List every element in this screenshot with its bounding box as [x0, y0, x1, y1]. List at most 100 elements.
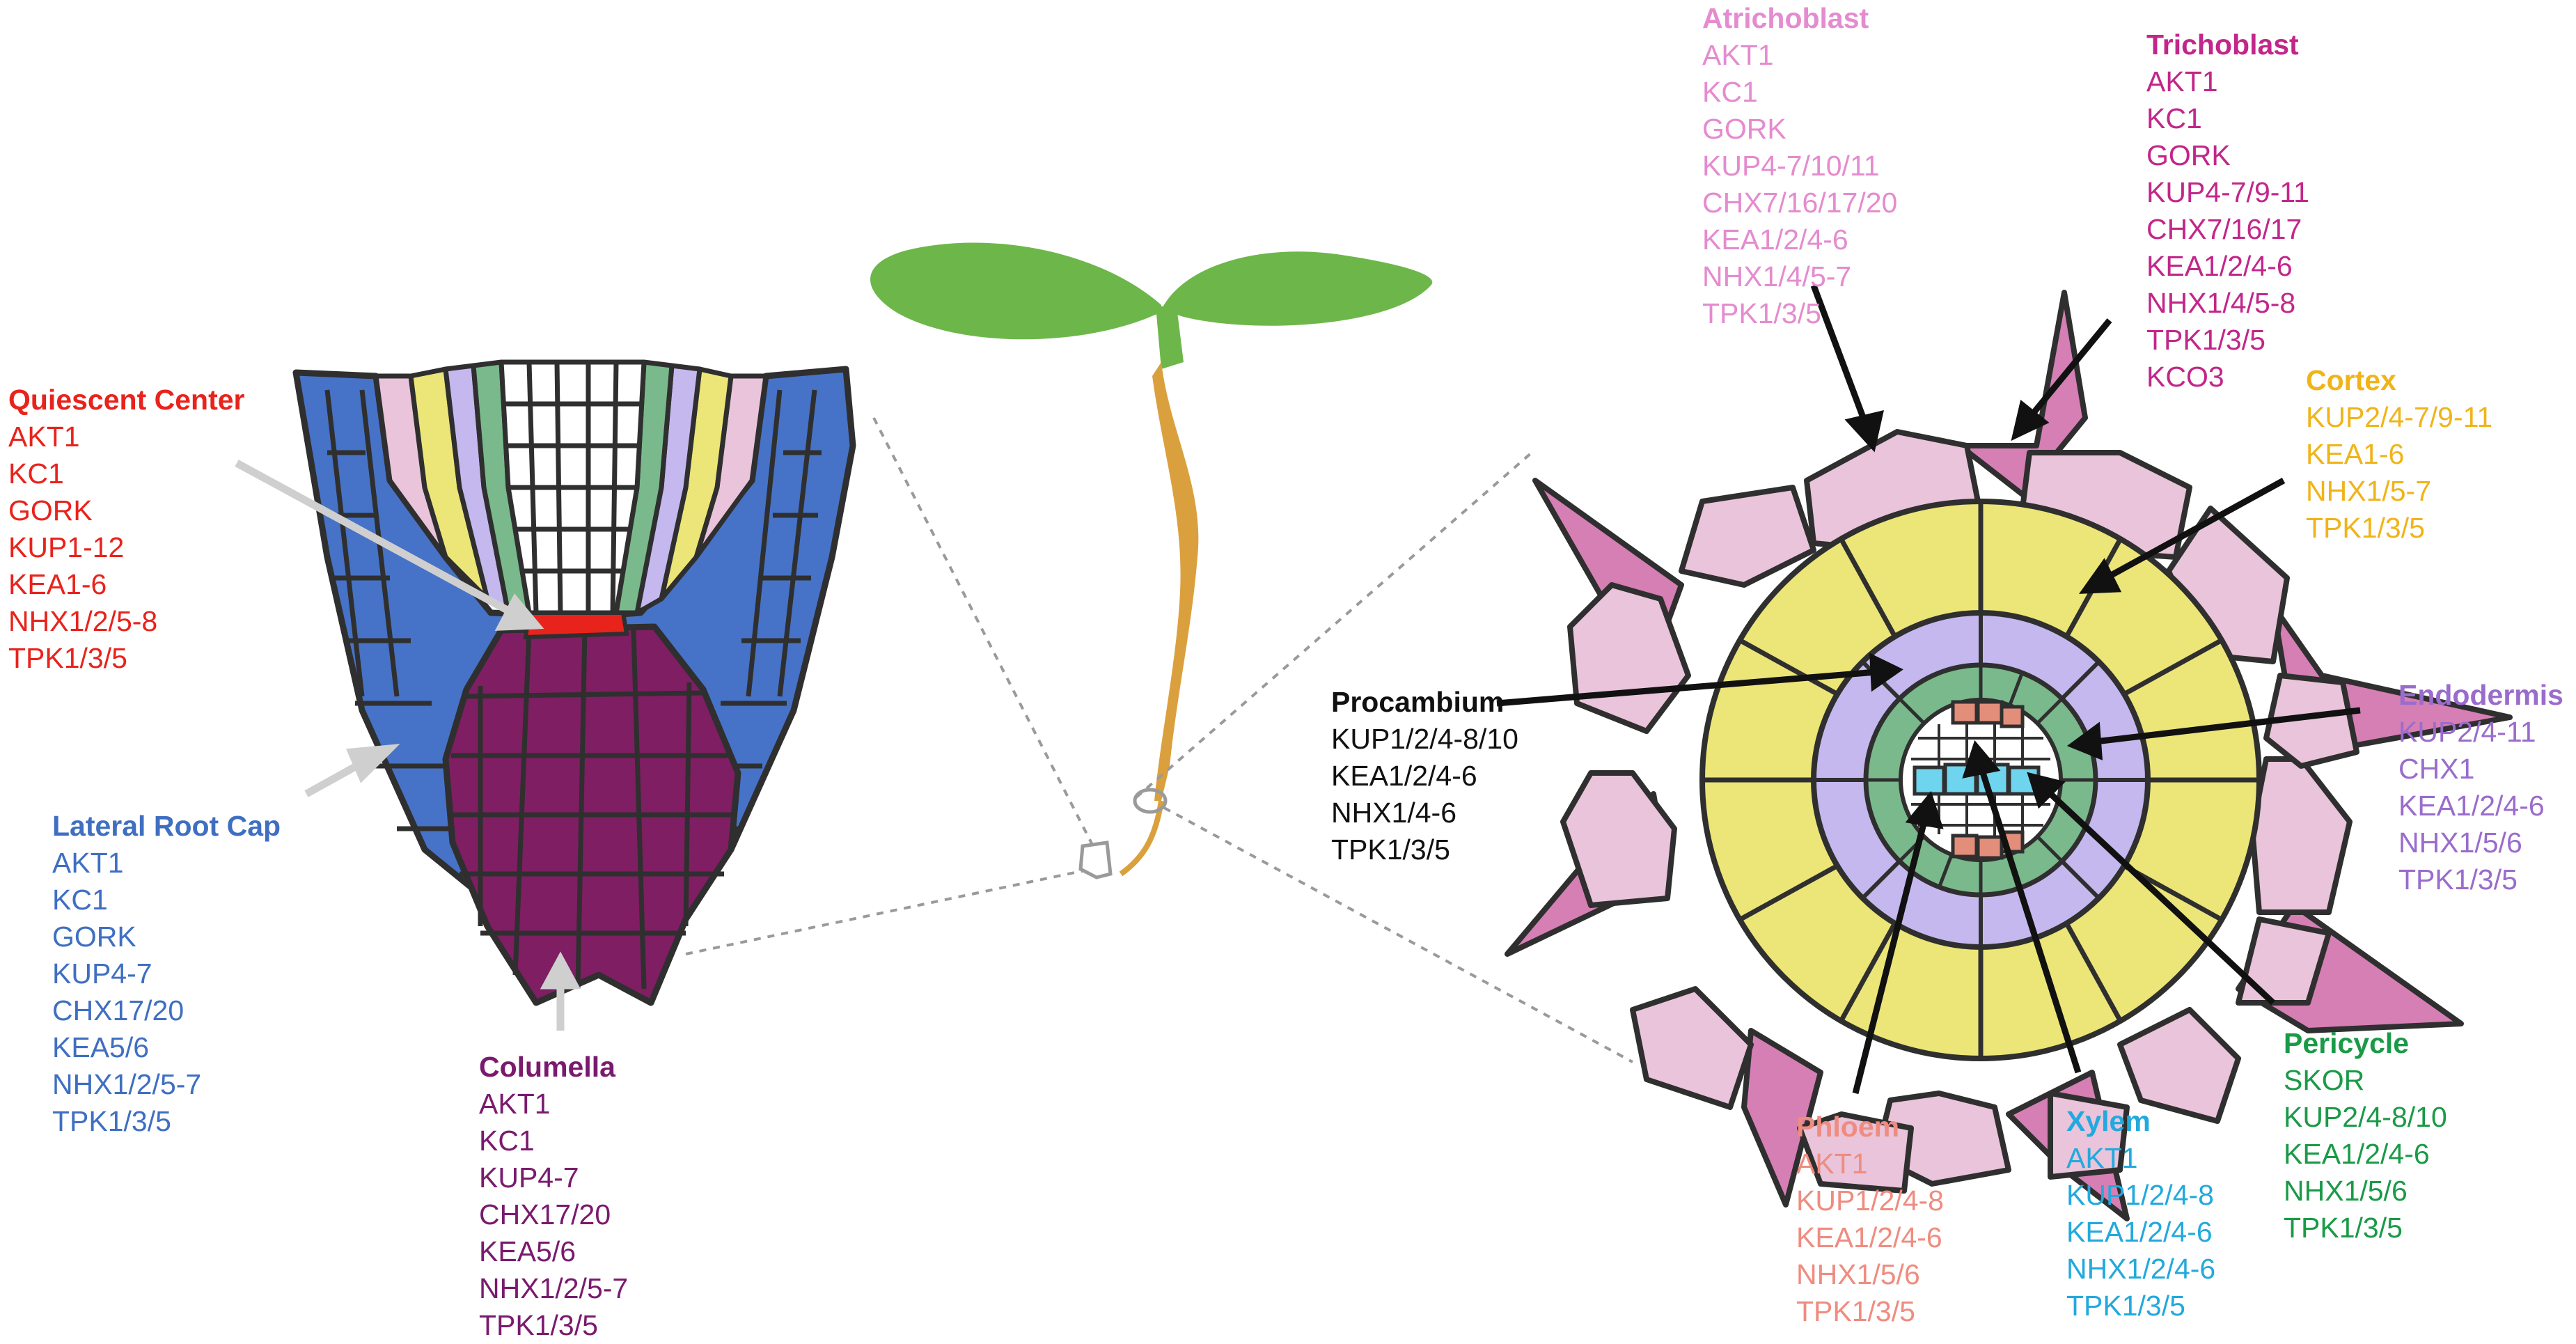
gene-label: CHX17/20 — [52, 994, 184, 1026]
label-lateral-root-cap: Lateral Root Cap AKT1 KC1 GORK KUP4-7 CH… — [52, 808, 281, 1140]
label-columella: Columella AKT1 KC1 KUP4-7 CHX17/20 KEA5/… — [479, 1049, 628, 1344]
gene-label: KUP1/2/4-8 — [1796, 1185, 1944, 1217]
root-tip-illustration — [235, 359, 856, 1031]
gene-label: KC1 — [479, 1125, 535, 1157]
gene-label: NHX1/4/5-8 — [2146, 287, 2296, 319]
gene-label: KUP1-12 — [8, 531, 125, 563]
root-cross-section — [1505, 290, 2513, 1221]
gene-label: KUP1/2/4-8 — [2066, 1179, 2214, 1211]
gene-label: NHX1/5/6 — [2284, 1175, 2408, 1207]
phloem-cells — [1951, 700, 2025, 860]
gene-label: AKT1 — [2066, 1142, 2138, 1174]
gene-label: KEA1/2/4-6 — [1702, 224, 1848, 256]
gene-label: NHX1/4/5-7 — [1702, 260, 1852, 292]
pericycle-cell-walls — [1866, 665, 2096, 895]
gene-label: KUP4-7/9-11 — [2146, 176, 2309, 208]
gene-label: NHX1/2/5-8 — [8, 605, 158, 637]
gene-label: NHX1/5/6 — [2398, 827, 2522, 859]
label-procambium: Procambium KUP1/2/4-8/10 KEA1/2/4-6 NHX1… — [1331, 684, 1518, 868]
gene-label: TPK1/3/5 — [8, 642, 127, 674]
endodermis-title: Endodermis — [2398, 679, 2563, 711]
gene-label: AKT1 — [479, 1088, 551, 1120]
seedling-illustration — [685, 242, 1633, 1063]
atrichoblast-cells — [1560, 429, 2359, 1194]
label-quiescent-center: Quiescent Center AKT1 KC1 GORK KUP1-12 K… — [8, 382, 245, 677]
label-xylem: Xylem AKT1 KUP1/2/4-8 KEA1/2/4-6 NHX1/2/… — [2066, 1103, 2215, 1325]
gene-label: KUP2/4-7/9-11 — [2306, 401, 2493, 433]
meristem-cell-files — [373, 359, 769, 616]
gene-label: KEA1/2/4-6 — [2066, 1216, 2213, 1248]
hypocotyl — [1152, 362, 1199, 801]
gene-label: TPK1/3/5 — [1331, 834, 1450, 866]
gene-label: TPK1/3/5 — [2306, 512, 2425, 544]
gene-label: KC1 — [52, 884, 108, 916]
label-atrichoblast: Atrichoblast AKT1 KC1 GORK KUP4-7/10/11 … — [1702, 0, 1897, 332]
gene-label: AKT1 — [52, 847, 124, 879]
pericycle-title: Pericycle — [2284, 1027, 2410, 1059]
gene-label: KUP2/4-8/10 — [2284, 1101, 2447, 1133]
gene-label: GORK — [1702, 113, 1786, 145]
gene-label: KEA5/6 — [479, 1235, 576, 1267]
gene-label: TPK1/3/5 — [2146, 324, 2265, 356]
gene-label: AKT1 — [2146, 65, 2218, 97]
root-tip-arrows — [235, 460, 581, 1031]
trichoblast-title: Trichoblast — [2146, 29, 2299, 61]
gene-label: KC1 — [1702, 76, 1758, 108]
gene-label: KEA1/2/4-6 — [1796, 1221, 1942, 1253]
gene-label: NHX1/2/5-7 — [52, 1068, 202, 1100]
gene-label: KEA5/6 — [52, 1031, 150, 1063]
gene-label: AKT1 — [1702, 39, 1774, 71]
columella-cell-walls — [449, 630, 735, 990]
columella-title: Columella — [479, 1051, 615, 1083]
gene-label: TPK1/3/5 — [479, 1309, 598, 1341]
gene-label: GORK — [52, 921, 136, 953]
gene-label: KEA1/2/4-6 — [1331, 760, 1477, 792]
procambium-title: Procambium — [1331, 686, 1505, 718]
gene-label: KC1 — [2146, 102, 2202, 134]
gene-label: CHX7/16/17/20 — [1702, 187, 1898, 219]
gene-label: SKOR — [2284, 1064, 2365, 1096]
gene-label: AKT1 — [1796, 1148, 1868, 1180]
green-hypocotyl-top — [1156, 306, 1184, 369]
cross-section-arrows — [1496, 284, 2361, 1095]
atrichoblast-title: Atrichoblast — [1702, 2, 1869, 34]
gene-label: KUP4-7 — [479, 1162, 579, 1194]
gene-label: KUP4-7 — [52, 958, 152, 990]
label-trichoblast: Trichoblast AKT1 KC1 GORK KUP4-7/9-11 CH… — [2146, 26, 2309, 396]
gene-label: TPK1/3/5 — [52, 1105, 171, 1137]
cortex-title: Cortex — [2306, 364, 2396, 396]
lateral-root-cap-title: Lateral Root Cap — [52, 810, 281, 842]
gene-label: CHX1 — [2398, 753, 2475, 785]
gene-label: KEA1/2/4-6 — [2284, 1138, 2430, 1170]
gene-label: KEA1/2/4-6 — [2146, 250, 2293, 282]
phloem-title: Phloem — [1796, 1111, 1900, 1143]
quiescent-center-title: Quiescent Center — [8, 384, 245, 416]
gene-label: NHX1/4-6 — [1331, 797, 1457, 829]
gene-label: TPK1/3/5 — [1796, 1295, 1915, 1327]
gene-label: CHX17/20 — [479, 1198, 611, 1230]
gene-label: KEA1-6 — [2306, 438, 2405, 470]
gene-label: GORK — [2146, 139, 2231, 171]
label-cortex: Cortex KUP2/4-7/9-11 KEA1-6 NHX1/5-7 TPK… — [2306, 362, 2492, 547]
gene-label: NHX1/2/5-7 — [479, 1272, 629, 1304]
gene-label: KUP1/2/4-8/10 — [1331, 723, 1518, 755]
gene-label: KEA1/2/4-6 — [2398, 790, 2545, 822]
gene-label: KUP4-7/10/11 — [1702, 150, 1880, 182]
label-pericycle: Pericycle SKOR KUP2/4-8/10 KEA1/2/4-6 NH… — [2284, 1025, 2447, 1247]
right-cotyledon — [1161, 251, 1433, 326]
gene-label: KUP2/4-11 — [2398, 716, 2536, 748]
gene-label: KCO3 — [2146, 361, 2224, 393]
xylem-title: Xylem — [2066, 1105, 2151, 1137]
gene-label: KC1 — [8, 458, 64, 490]
primary-root — [1119, 800, 1164, 877]
gene-label: GORK — [8, 494, 93, 526]
zoom-guide-lines — [685, 417, 1633, 1063]
gene-label: KEA1-6 — [8, 568, 107, 600]
left-cotyledon — [870, 242, 1161, 340]
gene-label: TPK1/3/5 — [1702, 297, 1821, 329]
gene-label: NHX1/2/4-6 — [2066, 1253, 2216, 1285]
root-tip-marker — [1078, 841, 1113, 880]
gene-label: NHX1/5/6 — [1796, 1258, 1920, 1290]
gene-label: TPK1/3/5 — [2398, 864, 2518, 896]
